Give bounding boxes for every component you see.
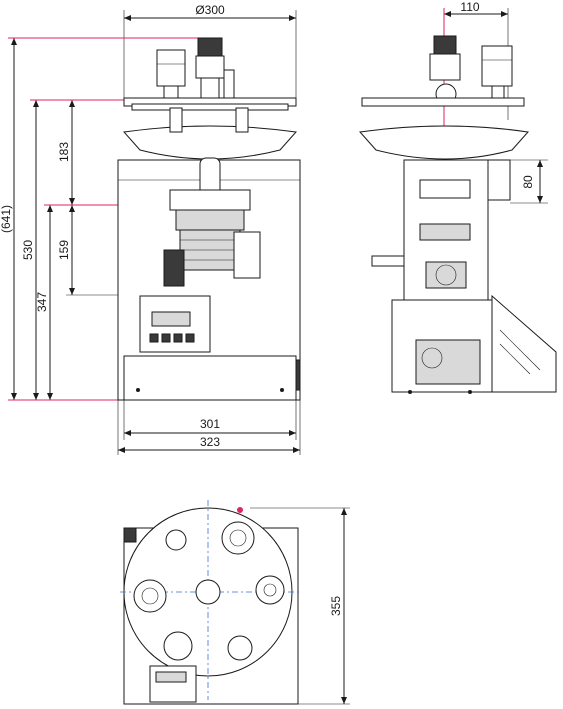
depth-355-label: 355 [329, 596, 343, 616]
side-top-knob [433, 35, 457, 55]
side-view: 110 80 [359, 0, 557, 394]
width-323-label: 323 [200, 435, 220, 449]
width-301-label: 301 [200, 417, 220, 431]
display [151, 311, 191, 327]
base-cabinet [123, 355, 297, 401]
chamber-dome [123, 125, 297, 160]
height-183-label: 183 [57, 142, 71, 162]
height-159-label: 159 [57, 240, 71, 260]
top-view: 355 [120, 500, 350, 705]
height-347-label: 347 [35, 292, 49, 312]
front-view: Ø300 (641) 530 347 183 159 [0, 3, 301, 455]
total-height-label: (641) [0, 205, 13, 233]
side-80-label: 80 [521, 175, 535, 189]
offset-110-label: 110 [460, 0, 479, 14]
side-dome [359, 125, 529, 160]
top-knob [197, 37, 223, 57]
top-valve-left [156, 49, 186, 87]
side-top-valve [481, 45, 513, 87]
top-control-panel [149, 665, 197, 703]
fan-grille [425, 261, 467, 289]
height-530-label: 530 [21, 240, 35, 260]
side-fin-unit [491, 294, 557, 393]
diameter-label: Ø300 [195, 3, 225, 17]
